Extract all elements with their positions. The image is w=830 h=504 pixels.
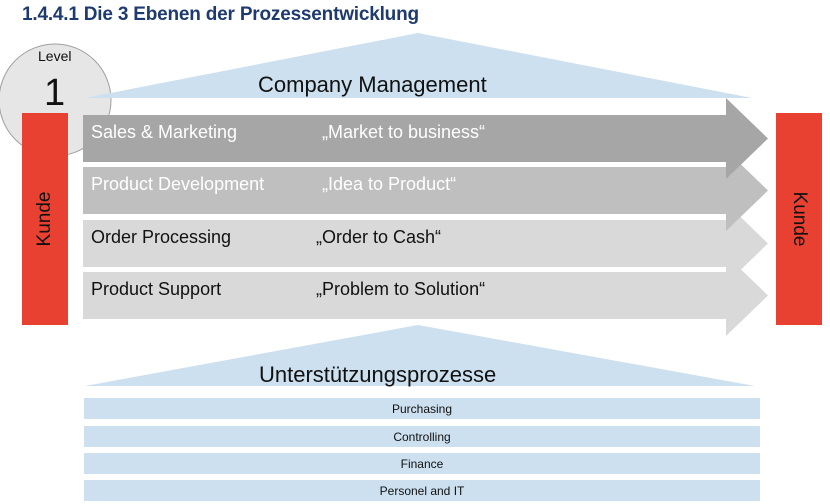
process-motto: „Order to Cash“ bbox=[316, 227, 442, 247]
process-name: Order Processing bbox=[91, 227, 232, 247]
support-bar-purchasing: Purchasing bbox=[84, 398, 760, 419]
support-bar-finance: Finance bbox=[84, 453, 760, 474]
process-motto: „Idea to Product“ bbox=[322, 174, 457, 194]
process-arrow bbox=[83, 203, 768, 284]
process-motto: „Problem to Solution“ bbox=[316, 279, 486, 299]
process-motto: „Market to business“ bbox=[322, 122, 486, 142]
process-name: Sales & Marketing bbox=[91, 122, 238, 142]
process-arrow bbox=[83, 150, 768, 231]
process-name: Product Support bbox=[91, 279, 222, 299]
customer-right-label: Kunde bbox=[789, 191, 810, 247]
support-bar-controlling: Controlling bbox=[84, 426, 760, 447]
customer-left-label: Kunde bbox=[34, 191, 55, 247]
level-label: Level bbox=[38, 48, 72, 64]
support-triangle bbox=[85, 325, 755, 386]
process-arrow bbox=[83, 98, 768, 179]
support-label: Unterstützungsprozesse bbox=[259, 362, 497, 387]
process-name: Product Development bbox=[91, 174, 265, 194]
customer-left: Kunde bbox=[22, 113, 68, 325]
level-number: 1 bbox=[44, 72, 66, 114]
page-title: 1.4.4.1 Die 3 Ebenen der Prozessentwickl… bbox=[22, 4, 419, 25]
customer-right: Kunde bbox=[776, 113, 822, 325]
company-management-triangle bbox=[85, 33, 752, 98]
support-bar-personel-it: Personel and IT bbox=[84, 480, 760, 501]
company-management-label: Company Management bbox=[258, 72, 487, 97]
process-arrow bbox=[83, 255, 768, 336]
